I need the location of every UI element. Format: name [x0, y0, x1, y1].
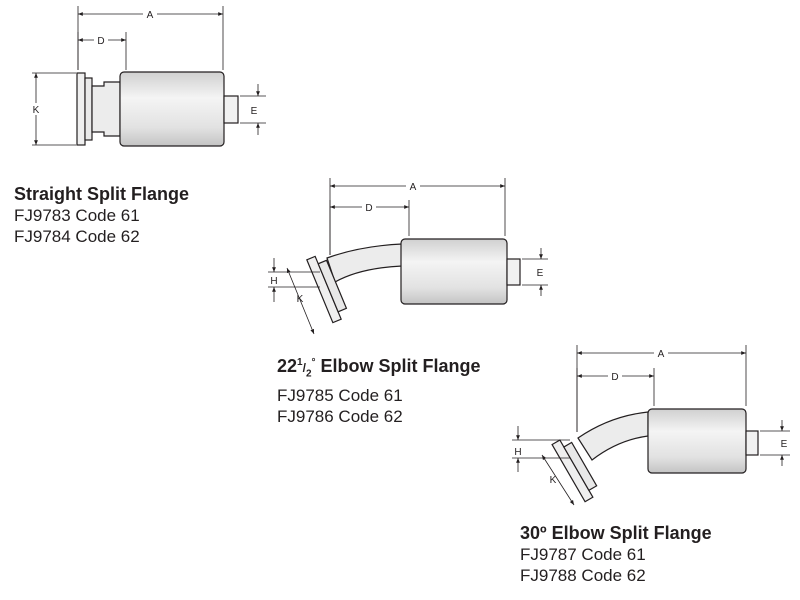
hose-end [223, 95, 239, 124]
elbow-tube [577, 411, 649, 461]
dim-a-label: A [658, 349, 665, 360]
title-fraction-slash: / [302, 361, 306, 375]
flange-neck [91, 81, 121, 137]
straight-title: Straight Split Flange [14, 184, 190, 204]
hose-end [745, 430, 759, 456]
dim-h-label: H [514, 447, 521, 458]
part-number-line: FJ9785 Code 61 [277, 385, 403, 405]
elbow-flange-collar [563, 441, 598, 492]
straight-caption: Straight Split Flange FJ9783 Code 61 FJ9… [14, 184, 189, 247]
crimp-body [119, 71, 225, 147]
title-degree: ° [311, 357, 316, 368]
dim-k-label: K [297, 294, 304, 305]
title-text: Elbow Split Flange [315, 356, 481, 376]
dim-a-label: A [410, 182, 417, 193]
dim-d-label: D [365, 203, 372, 214]
elbow-22-title: 221/2° Elbow Split Flange [277, 352, 481, 385]
elbow-30-title: 30º Elbow Split Flange [520, 523, 712, 543]
part-number-line: FJ9787 Code 61 [520, 545, 646, 564]
dim-k-label: K [33, 105, 40, 116]
dim-d-label: D [611, 372, 618, 383]
elbow-tube [326, 243, 403, 283]
part-number-line: FJ9788 Code 62 [520, 566, 646, 585]
dim-d-label: D [97, 36, 104, 47]
flange-collar [84, 77, 93, 141]
part-number-line: FJ9786 Code 62 [277, 406, 403, 426]
dim-e-label: E [781, 439, 788, 450]
elbow-30-caption: 30º Elbow Split Flange FJ9787 Code 61 FJ… [520, 523, 712, 586]
dim-k-label: K [550, 475, 557, 486]
crimp-body [400, 238, 508, 305]
hose-end [506, 258, 521, 286]
elbow-22-caption: 221/2° Elbow Split Flange FJ9785 Code 61… [277, 352, 481, 427]
dim-e-label: E [251, 106, 258, 117]
elbow-30-fitting [551, 408, 759, 503]
dim-a-label: A [147, 10, 154, 21]
title-number: 22 [277, 356, 298, 376]
title-fraction-top: 1 [297, 357, 303, 368]
elbow-flange-collar [317, 259, 348, 313]
straight-fitting [76, 71, 239, 147]
part-number-line: FJ9784 Code 62 [14, 227, 140, 246]
elbow-22-fitting [306, 238, 521, 324]
dim-e-label: E [537, 268, 544, 279]
crimp-body [647, 408, 747, 474]
dim-h-label: H [270, 276, 277, 287]
elbow-22-dims [268, 178, 548, 335]
flange-plate [76, 72, 86, 146]
part-number-line: FJ9783 Code 61 [14, 206, 140, 225]
title-fraction-bottom: 2 [305, 368, 312, 380]
